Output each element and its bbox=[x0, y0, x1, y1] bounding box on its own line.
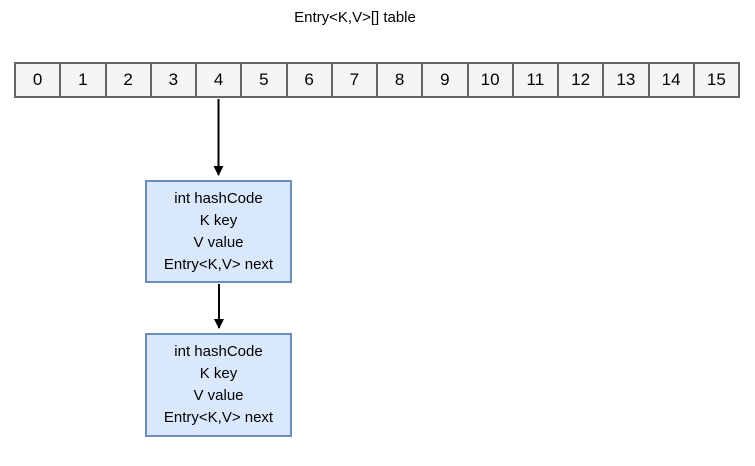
entry-field-value: V value bbox=[193, 387, 244, 404]
array-cell-11: 11 bbox=[511, 62, 559, 98]
entry-field-key: K key bbox=[199, 211, 238, 229]
array-cell-5: 5 bbox=[240, 62, 288, 98]
array-cell-6: 6 bbox=[285, 62, 333, 98]
array-cell-7: 7 bbox=[330, 62, 378, 98]
diagram-title: Entry<K,V>[] table bbox=[294, 9, 416, 26]
entry-field-next: Entry<K,V> next bbox=[163, 255, 274, 273]
bucket-array: 0 1 2 3 4 5 6 7 8 9 10 11 12 13 14 15 bbox=[14, 62, 740, 98]
array-cell-3: 3 bbox=[149, 62, 197, 98]
array-cell-1: 1 bbox=[59, 62, 107, 98]
array-cell-13: 13 bbox=[602, 62, 650, 98]
array-cell-2: 2 bbox=[104, 62, 152, 98]
array-cell-4: 4 bbox=[195, 62, 243, 98]
array-cell-9: 9 bbox=[421, 62, 469, 98]
entry-field-hashcode: int hashCode bbox=[174, 343, 263, 360]
array-cell-14: 14 bbox=[647, 62, 695, 98]
array-cell-10: 10 bbox=[466, 62, 514, 98]
array-cell-8: 8 bbox=[376, 62, 424, 98]
entry-field-value: V value bbox=[193, 233, 244, 251]
entry-field-next: Entry<K,V> next bbox=[163, 409, 274, 426]
entry-field-key: K key bbox=[199, 365, 238, 382]
entry-node-1: int hashCode K key V value Entry<K,V> ne… bbox=[145, 180, 292, 283]
array-cell-0: 0 bbox=[14, 62, 62, 98]
entry-field-hashcode: int hashCode bbox=[174, 189, 263, 207]
entry-node-2: int hashCode K key V value Entry<K,V> ne… bbox=[145, 333, 292, 437]
array-cell-15: 15 bbox=[692, 62, 740, 98]
array-cell-12: 12 bbox=[557, 62, 605, 98]
